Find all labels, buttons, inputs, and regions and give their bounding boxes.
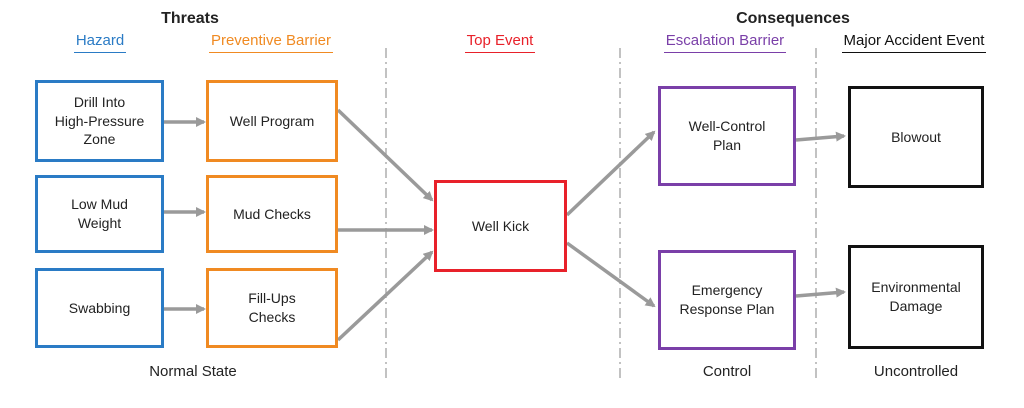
section-title-consequences: Consequences <box>736 10 850 27</box>
section-title-threats: Threats <box>161 10 219 27</box>
arrow-escalation1-to-blowout <box>795 131 846 142</box>
preventive-barrier-fill-ups-checks: Fill-Ups Checks <box>206 268 338 348</box>
hazard-box-swabbing: Swabbing <box>35 268 164 348</box>
hazard-box-low-mud-weight: Low Mud Weight <box>35 175 164 253</box>
state-label-normal: Normal State <box>149 363 237 380</box>
preventive-barrier-well-program: Well Program <box>206 80 338 162</box>
column-header-top-event: Top Event <box>450 32 550 53</box>
major-accident-event-environmental-damage: Environmental Damage <box>848 245 984 349</box>
hazard-box-high-pressure-zone: Drill Into High-Pressure Zone <box>35 80 164 162</box>
arrow-barrier3-to-top-event <box>336 250 434 342</box>
column-header-escalation-barrier: Escalation Barrier <box>640 32 810 53</box>
arrow-top-event-to-escalation2 <box>565 241 656 308</box>
state-label-control: Control <box>702 363 752 380</box>
major-accident-event-blowout: Blowout <box>848 86 984 188</box>
top-event-well-kick: Well Kick <box>434 180 567 272</box>
arrow-top-event-to-escalation1 <box>565 130 656 217</box>
state-label-uncontrolled: Uncontrolled <box>873 363 959 380</box>
column-header-major-accident-event: Major Accident Event <box>826 32 1002 53</box>
escalation-barrier-emergency-response-plan: Emergency Response Plan <box>658 250 796 350</box>
column-header-preventive-barrier: Preventive Barrier <box>196 32 346 53</box>
preventive-barrier-mud-checks: Mud Checks <box>206 175 338 253</box>
arrow-escalation2-to-env-damage <box>795 287 846 298</box>
escalation-barrier-well-control-plan: Well-Control Plan <box>658 86 796 186</box>
column-header-hazard: Hazard <box>60 32 140 53</box>
arrow-barrier1-to-top-event <box>336 108 434 202</box>
